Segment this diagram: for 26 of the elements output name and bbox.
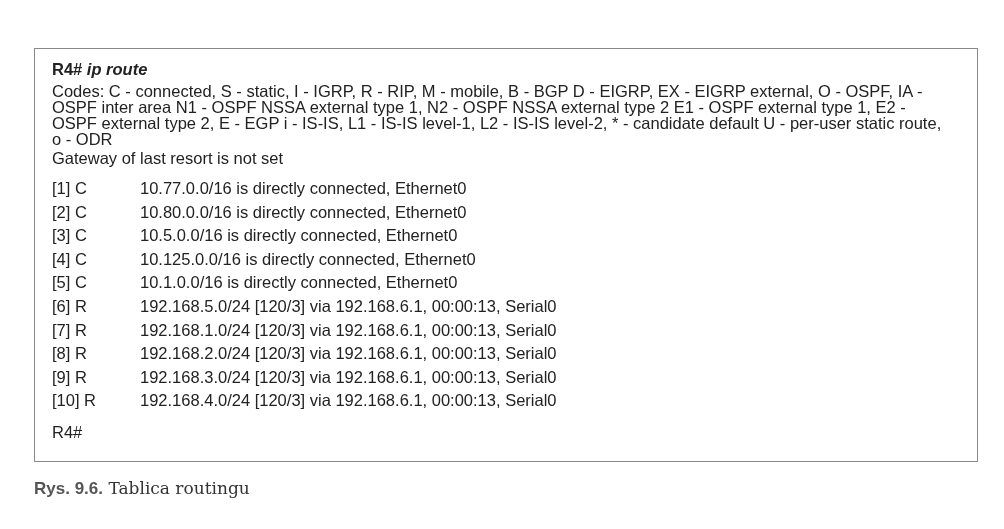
route-entry: 10.5.0.0/16 is directly connected, Ethernet0 bbox=[140, 227, 458, 244]
route-code: [6] R bbox=[52, 298, 87, 314]
prompt-text: R4# bbox=[52, 424, 83, 440]
route-code: [4] C bbox=[52, 250, 87, 267]
route-entry: 10.125.0.0/16 is directly connected, Ethernet0 bbox=[140, 250, 476, 267]
route-code: [1] C bbox=[52, 180, 87, 196]
route-entry: 192.168.5.0/24 [120/3] via 192.168.6.1, 00:00:13, Serial0 bbox=[140, 298, 557, 314]
route-entry: 192.168.2.0/24 [120/3] via 192.168.6.1, 00:00:13, Serial0 bbox=[140, 345, 557, 362]
route-code: [10] R bbox=[52, 392, 97, 409]
route-entry: 192.168.4.0/24 [120/3] via 192.168.6.1, 00:00:13, Serial0 bbox=[140, 392, 557, 409]
route-entry: 10.80.0.0/16 is directly connected, Ethernet0 bbox=[140, 203, 467, 220]
route-code: [7] R bbox=[52, 321, 87, 338]
route-entry: 10.1.0.0/16 is directly connected, Ethernet0 bbox=[140, 274, 458, 291]
route-code: [8] R bbox=[52, 345, 87, 362]
codes-legend-text: Codes: C - connected, S - static, I - IGRP, R - RIP, M - mobile, B - BGP D - EIGRP, EX - EIGRP external, O - OSPF, IA - OSPF inter area N1 - OSPF NSSA external type 1, N2 - OSPF NSSA external type 2 E1 - OSPF external type 1, E2 - OSPF external type 2, E - EGP i - IS-IS, L1 - IS-IS level-1, L2 - IS-IS level-2, * - candidate default U - per-user static route, o - ODR bbox=[52, 83, 943, 147]
status-line: Gateway of last resort is not set bbox=[52, 150, 284, 166]
route-code: [2] C bbox=[52, 203, 87, 220]
route-entry: 192.168.3.0/24 [120/3] via 192.168.6.1, 00:00:13, Serial0 bbox=[140, 368, 557, 385]
terminal-output-box bbox=[34, 48, 978, 462]
command-heading: R4# ip route bbox=[52, 61, 148, 77]
route-entry: 192.168.1.0/24 [120/3] via 192.168.6.1, 00:00:13, Serial0 bbox=[140, 321, 557, 338]
route-code: [3] C bbox=[52, 227, 87, 244]
route-code: [5] C bbox=[52, 274, 87, 291]
figure-caption: Rys. 9.6. Tablica routingu bbox=[34, 478, 250, 499]
route-entry: 10.77.0.0/16 is directly connected, Ethernet0 bbox=[140, 180, 467, 196]
route-code: [9] R bbox=[52, 368, 87, 385]
